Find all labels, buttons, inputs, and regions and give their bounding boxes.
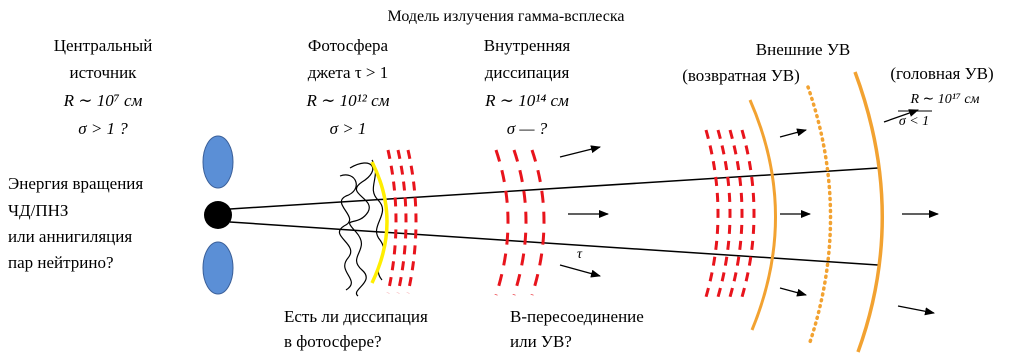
inner-dissipation-sigma: σ — ? bbox=[507, 119, 548, 138]
question-photosphere-line2: в фотосфере? bbox=[284, 332, 382, 351]
contact-discontinuity bbox=[806, 85, 833, 344]
photosphere-sigma: σ > 1 bbox=[330, 119, 367, 138]
central-black-hole bbox=[204, 201, 232, 229]
diagram-title: Модель излучения гамма-всплеска bbox=[388, 8, 625, 25]
photosphere-label-line1: Фотосфера bbox=[308, 36, 389, 55]
inner-dissipation-label-line2: диссипация bbox=[485, 63, 570, 82]
energy-source-line4: пар нейтрино? bbox=[8, 253, 114, 272]
reverse-shock-label: (возвратная УВ) bbox=[682, 66, 800, 85]
energy-source-line3: или аннигиляция bbox=[8, 227, 132, 246]
reverse-shock-front bbox=[748, 99, 777, 331]
outflow-arrows bbox=[559, 109, 939, 316]
energy-source-line1: Энергия вращения bbox=[8, 174, 143, 193]
question-reconnection-line1: B-пересоединение bbox=[510, 307, 644, 326]
reverse-shock-dissipation-arcs bbox=[704, 129, 756, 298]
inner-dissipation-arcs bbox=[494, 149, 546, 296]
energy-source-line2: ЧД/ПНЗ bbox=[8, 201, 68, 220]
external-shocks-title: Внешние УВ bbox=[756, 40, 850, 59]
forward-shock-front bbox=[853, 71, 884, 353]
central-source-radius: R ∼ 10⁷ см bbox=[63, 91, 143, 110]
forward-shock-sigma: σ < 1 bbox=[899, 114, 929, 129]
lower-torus-lobe bbox=[202, 241, 234, 295]
photosphere-label-line2: джета τ > 1 bbox=[308, 63, 389, 82]
forward-shock-radius: R ∼ 10¹⁷ см bbox=[910, 92, 980, 107]
upper-torus-lobe bbox=[202, 135, 234, 189]
inner-dissipation-radius: R ∼ 10¹⁴ см bbox=[484, 91, 569, 110]
jet-cone-upper-edge bbox=[229, 167, 879, 210]
inner-dissipation-label-line1: Внутренняя bbox=[484, 36, 571, 55]
central-source-label-line2: источник bbox=[70, 63, 138, 82]
central-source-sigma: σ > 1 ? bbox=[78, 119, 128, 138]
jet-cone-lower-edge bbox=[229, 221, 879, 266]
photosphere-dissipation-arcs bbox=[386, 149, 418, 294]
photosphere-front bbox=[370, 161, 389, 284]
question-photosphere-line1: Есть ли диссипация bbox=[284, 307, 428, 326]
forward-shock-label: (головная УВ) bbox=[890, 64, 993, 83]
question-reconnection-line2: или УВ? bbox=[510, 332, 572, 351]
photosphere-radius: R ∼ 10¹² см bbox=[306, 91, 390, 110]
central-source-label-line1: Центральный bbox=[54, 36, 153, 55]
optical-depth-label: τ bbox=[577, 247, 583, 262]
